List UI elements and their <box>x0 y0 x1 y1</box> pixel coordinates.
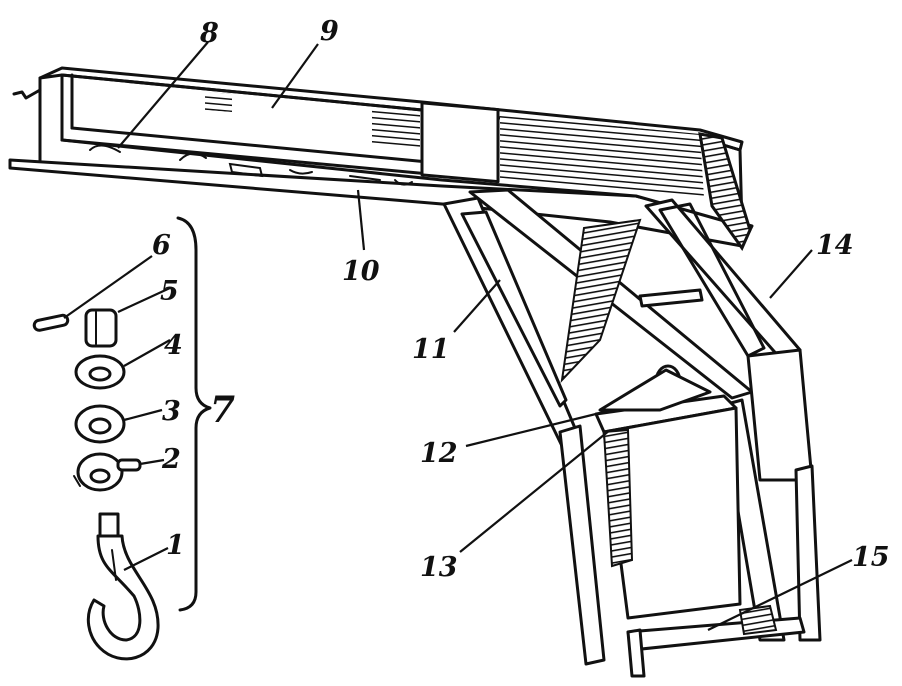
label-8: 8 <box>199 18 219 49</box>
swivel-part <box>73 452 142 492</box>
washer-part <box>74 404 126 444</box>
part-labels: 1 2 3 4 5 6 7 8 9 10 11 12 13 14 15 <box>152 16 890 583</box>
label-14: 14 <box>816 230 854 261</box>
label-6: 6 <box>152 230 171 261</box>
label-9: 9 <box>320 16 339 47</box>
winch-housing <box>594 364 806 678</box>
label-11: 11 <box>412 334 450 365</box>
support-bracket <box>442 188 822 666</box>
assembly-brace <box>176 216 212 612</box>
label-13: 13 <box>420 552 458 583</box>
label-10: 10 <box>342 256 380 287</box>
label-12: 12 <box>420 438 458 469</box>
label-1: 1 <box>166 530 185 561</box>
pin-part <box>32 313 70 332</box>
label-4: 4 <box>164 330 183 361</box>
label-3: 3 <box>162 396 181 427</box>
bushing-part <box>84 308 118 348</box>
label-7: 7 <box>210 389 235 431</box>
hook-assembly <box>32 216 212 661</box>
hook-part <box>86 512 160 661</box>
label-15: 15 <box>852 542 890 573</box>
label-5: 5 <box>160 276 179 307</box>
overhead-beam <box>8 66 754 252</box>
label-2: 2 <box>161 444 181 475</box>
nut-part <box>74 354 126 390</box>
leader-lines <box>63 41 853 631</box>
